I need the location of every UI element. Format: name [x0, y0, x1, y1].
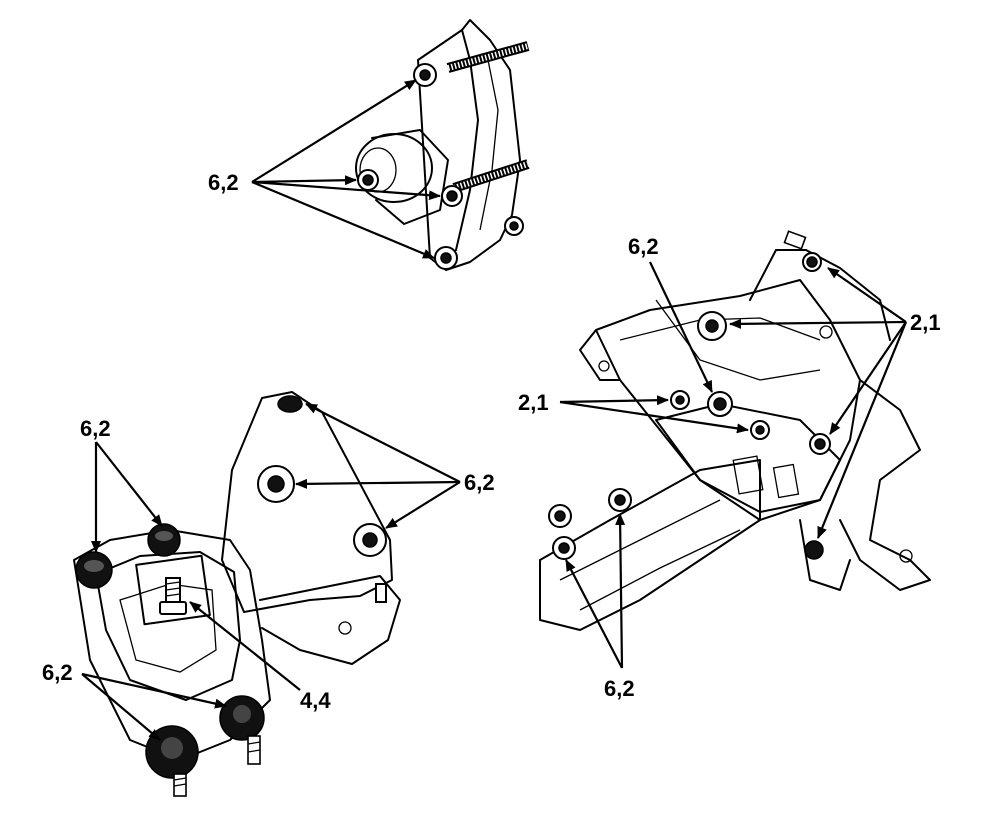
right-leaders	[559, 261, 908, 669]
left-leaders	[81, 403, 461, 741]
right-nut-left	[670, 390, 690, 410]
right-nut-low	[804, 540, 824, 560]
top-mount-assembly	[355, 19, 530, 271]
label-left-lower-torque: 6,2	[42, 660, 73, 685]
label-left-upper-torque: 6,2	[80, 416, 111, 441]
left-bolt-upper-a	[75, 551, 113, 589]
left-bolt-lower-a	[145, 725, 199, 797]
right-stud-upper	[783, 230, 822, 272]
left-bolt-center	[257, 465, 295, 503]
top-bolt-3	[441, 185, 463, 207]
label-top-bracket-torque: 6,2	[208, 170, 239, 195]
label-right-top-torque: 6,2	[628, 234, 659, 259]
label-left-bracket-torque: 6,2	[464, 470, 495, 495]
left-bolt-right	[353, 523, 387, 603]
stud-upper	[446, 41, 530, 73]
center-stud	[159, 577, 187, 615]
top-bolt-4	[434, 246, 458, 270]
top-leaders	[251, 79, 441, 260]
right-bolt-cm-1	[548, 504, 572, 528]
left-bolt-upper-b	[147, 523, 181, 557]
right-nut-top	[697, 311, 727, 341]
left-bolt-top	[277, 395, 303, 413]
right-nut-side	[809, 433, 831, 455]
left-mount-assembly	[73, 391, 401, 797]
right-bolt-cm-2	[552, 536, 576, 560]
label-center-stud-torque: 4,4	[300, 688, 331, 713]
right-bolt-cm-3	[608, 488, 632, 512]
top-bolt-5	[504, 216, 524, 236]
right-nut-center	[707, 391, 733, 417]
top-bolt-2	[357, 169, 379, 191]
label-right-left-torque: 2,1	[518, 390, 549, 415]
left-bolt-lower-b	[219, 695, 265, 765]
top-bolt-1	[413, 63, 437, 87]
label-right-side-torque: 2,1	[910, 310, 941, 335]
stud-middle	[452, 159, 530, 193]
right-mount-assembly	[539, 230, 931, 631]
right-nut-mid	[750, 420, 770, 440]
label-right-bottom-torque: 6,2	[604, 676, 635, 701]
